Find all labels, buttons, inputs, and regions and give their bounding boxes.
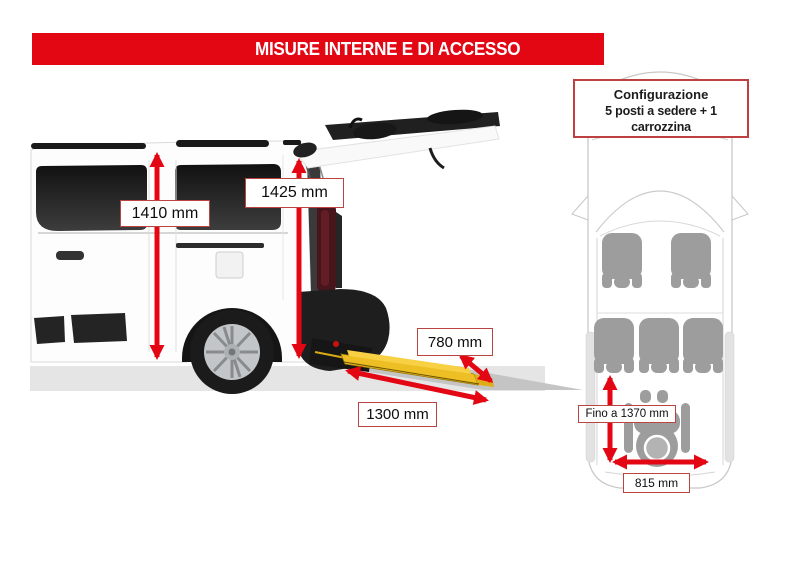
roof-rails (31, 140, 301, 149)
tailgate-handle (348, 117, 363, 129)
seat-icon (683, 318, 723, 373)
lift-lever (333, 341, 339, 347)
seat-icon (671, 233, 711, 288)
tailgate-open (293, 109, 500, 170)
sliding-door-rail (176, 243, 264, 248)
page-title-bar: MISURE INTERNE E DI ACCESSO (32, 33, 604, 65)
window-front (36, 165, 147, 231)
configuration-detail: 5 posti a sedere + 1 carrozzina (605, 104, 717, 134)
label-wheelchair-space-width: 815 mm (623, 473, 690, 493)
rear-wheel (182, 308, 282, 394)
door-rail-right (724, 331, 735, 463)
van-side-illustration (30, 109, 583, 405)
fuel-door (215, 251, 244, 279)
label-ramp-width: 780 mm (417, 328, 493, 356)
arrow-ramp-length (345, 366, 489, 405)
configuration-box: Configurazione 5 posti a sedere + 1 carr… (573, 79, 749, 138)
mirror-left-icon (571, 194, 589, 221)
door-handle (56, 251, 84, 260)
label-interior-height: 1410 mm (120, 200, 210, 227)
mirror-right-icon (731, 194, 749, 221)
windshield-line (595, 190, 725, 233)
door-rail-left (585, 331, 596, 463)
configuration-heading: Configurazione (613, 87, 709, 102)
lower-moldings (34, 313, 127, 344)
page-title: MISURE INTERNE E DI ACCESSO (255, 38, 521, 59)
rear-wiper (428, 147, 445, 170)
label-access-height: 1425 mm (245, 178, 344, 208)
label-ramp-length: 1300 mm (358, 402, 437, 427)
cowl-line (599, 220, 721, 237)
seat-icon (594, 318, 634, 373)
rear-edge (336, 212, 342, 288)
seat-icon (639, 318, 679, 373)
seat-icon (602, 233, 642, 288)
taillight-inner (321, 210, 329, 286)
label-wheelchair-space-length: Fino a 1370 mm (578, 405, 676, 423)
